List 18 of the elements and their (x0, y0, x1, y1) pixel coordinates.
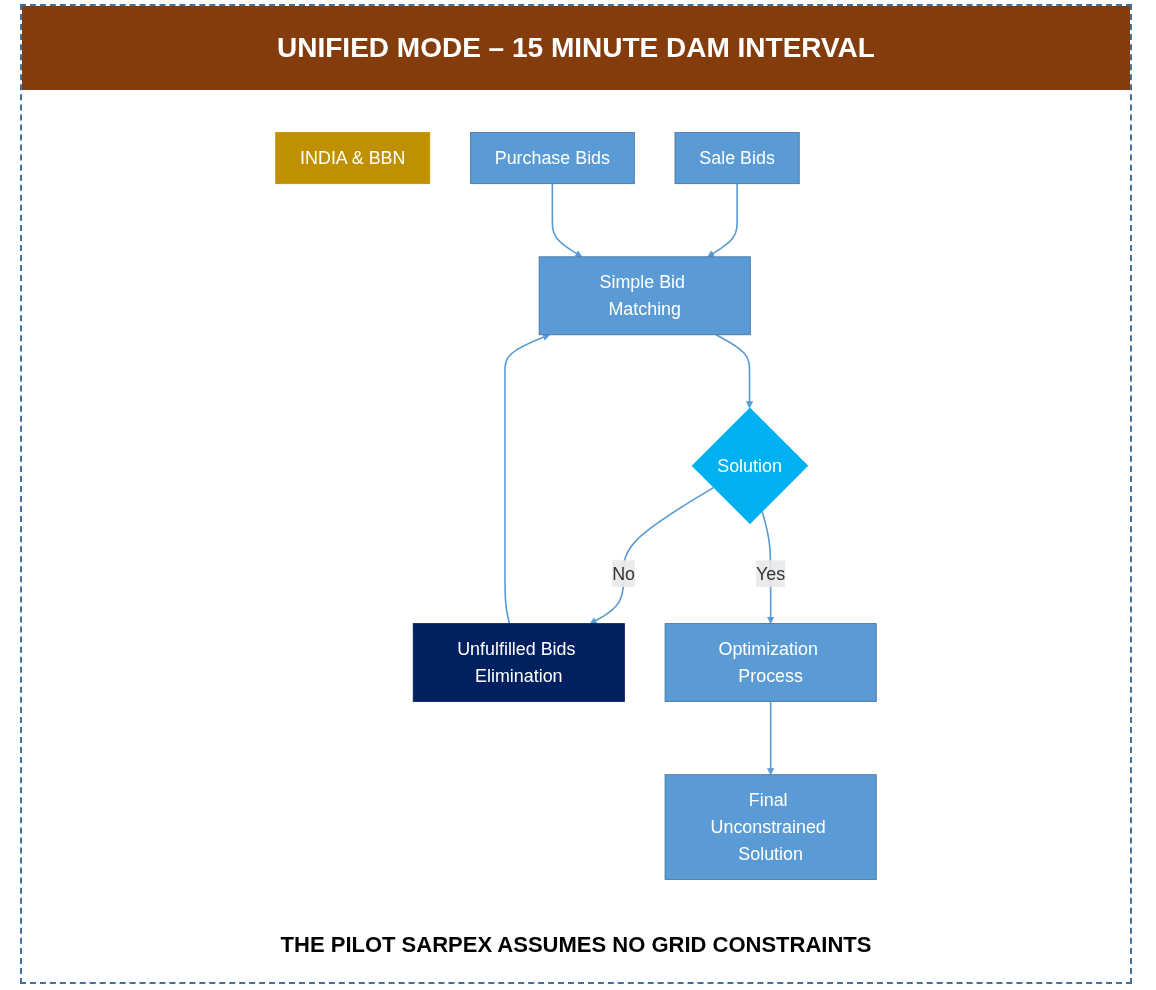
node-box: Final Unconstrained Solution (664, 774, 877, 880)
node-diamond: Solution (691, 407, 809, 525)
node-box: INDIA & BBN (275, 132, 431, 185)
caption: THE PILOT SARPEX ASSUMES NO GRID CONSTRAINTS (279, 931, 873, 959)
node-box: Optimization Process (664, 623, 877, 702)
node-box: Unfulfilled Bids Elimination (412, 623, 625, 702)
arrow (767, 700, 775, 776)
node-box: Simple Bid Matching (538, 256, 751, 336)
arrow (707, 182, 738, 258)
arrow (504, 333, 550, 625)
arrow (715, 333, 754, 409)
edge-label: No (612, 563, 636, 584)
node-box: Purchase Bids (469, 132, 635, 185)
node-box: Sale Bids (674, 132, 800, 185)
edge-label: Yes (756, 563, 786, 584)
title-banner: UNIFIED MODE – 15 MINUTE DAM INTERVAL (22, 6, 1130, 90)
arrow (589, 486, 715, 624)
arrow (551, 182, 583, 258)
